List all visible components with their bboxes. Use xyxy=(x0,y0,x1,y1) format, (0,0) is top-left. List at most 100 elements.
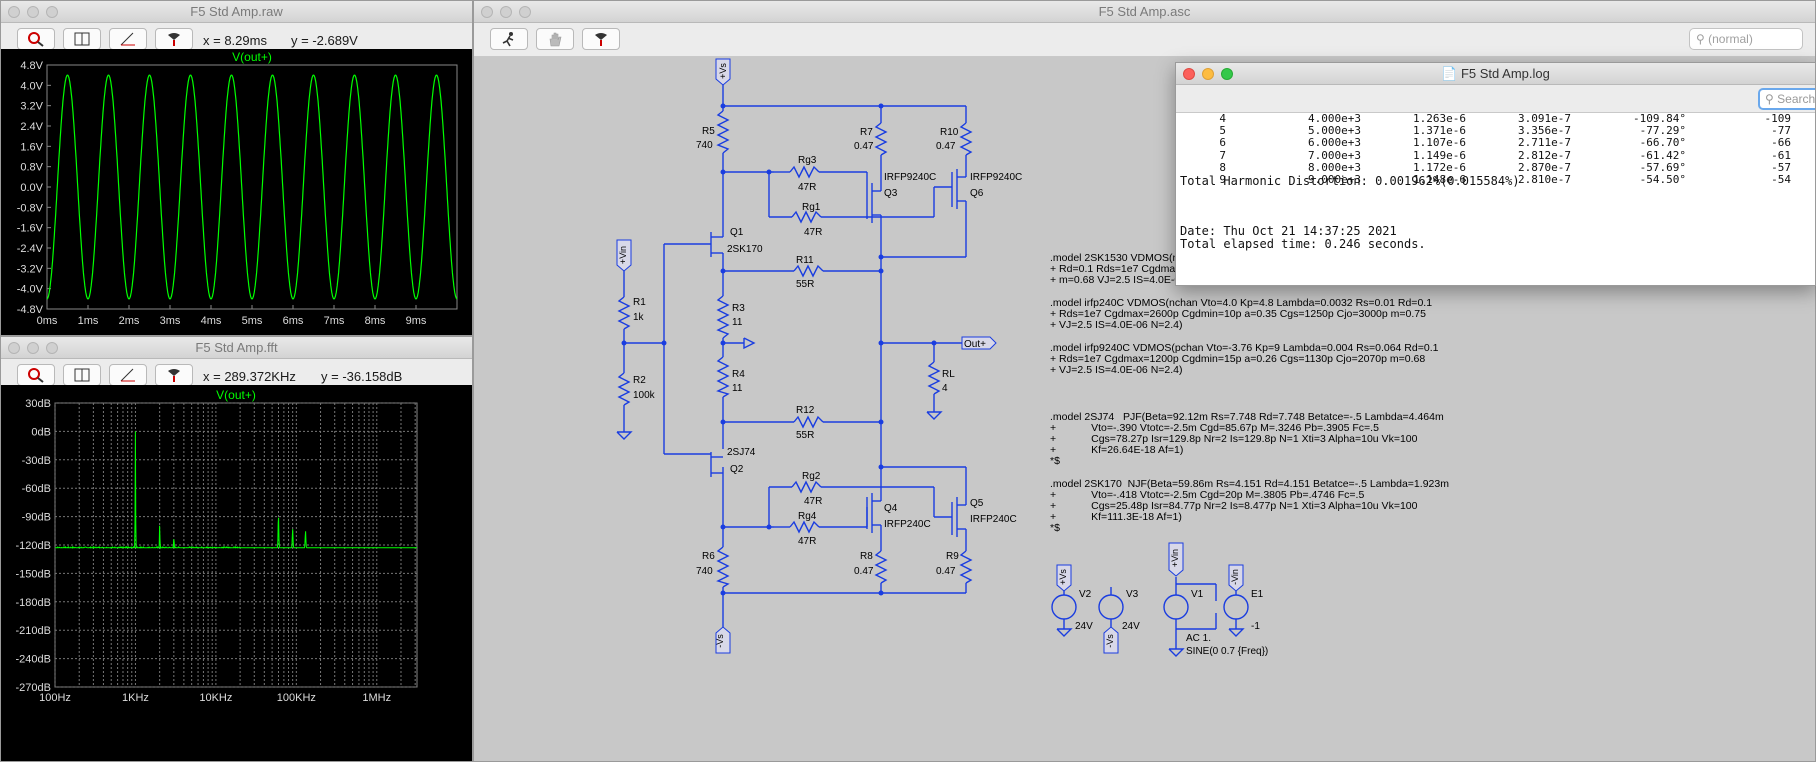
close-button[interactable] xyxy=(481,6,493,18)
harmonic-cell: -77 xyxy=(1771,124,1791,138)
window-title: F5 Std Amp.raw xyxy=(190,4,283,19)
close-button[interactable] xyxy=(1183,68,1195,80)
svg-text:V3: V3 xyxy=(1126,589,1139,600)
minimize-button[interactable] xyxy=(500,6,512,18)
date-line: Date: Thu Oct 21 14:37:25 2021 xyxy=(1180,224,1397,238)
search-placeholder: (normal) xyxy=(1708,32,1753,46)
model-block[interactable]: .model 2SK170 NJF(Beta=59.86m Rs=4.151 R… xyxy=(1050,479,1449,534)
svg-text:0.47: 0.47 xyxy=(854,141,874,152)
log-titlebar[interactable]: 📄 F5 Std Amp.log xyxy=(1176,63,1815,85)
y-tick-label: -240dB xyxy=(16,654,51,666)
x-tick-label: 7ms xyxy=(324,315,345,327)
harmonic-cell: 1.263e-6 xyxy=(1413,112,1466,125)
harmonic-cell: 4.000e+3 xyxy=(1308,112,1361,125)
elapsed-line: Total elapsed time: 0.246 seconds. xyxy=(1180,237,1426,251)
trace-label[interactable]: V(out+) xyxy=(232,50,272,64)
close-button[interactable] xyxy=(8,342,20,354)
model-block[interactable]: .model 2SJ74 PJF(Beta=92.12m Rs=7.748 Rd… xyxy=(1050,412,1449,467)
minimize-button[interactable] xyxy=(1202,68,1214,80)
zoom-icon[interactable] xyxy=(17,364,55,386)
search-field[interactable]: ⚲ (normal) xyxy=(1689,28,1803,50)
trace-label[interactable]: V(out+) xyxy=(216,388,256,402)
cursor-x-readout: x = 289.372KHz xyxy=(203,369,296,384)
harmonic-cell: -57.69° xyxy=(1639,160,1686,174)
run-icon[interactable] xyxy=(490,28,528,50)
model-block[interactable]: .model irfp9240C VDMOS(pchan Vto=-3.76 K… xyxy=(1050,343,1449,376)
svg-text:740: 740 xyxy=(696,566,713,577)
zoom-button[interactable] xyxy=(519,6,531,18)
pan-hand-icon[interactable] xyxy=(536,28,574,50)
y-tick-label: -270dB xyxy=(16,682,51,694)
thd-line: Total Harmonic Distortion: 0.001962%(0.0… xyxy=(1180,174,1520,188)
y-tick-label: 0.0V xyxy=(20,182,43,194)
net-flags xyxy=(616,58,997,654)
zoom-button[interactable] xyxy=(46,342,58,354)
svg-text:+Vin: +Vin xyxy=(618,246,628,264)
svg-text:1k: 1k xyxy=(633,312,645,323)
svg-text:IRFP9240C: IRFP9240C xyxy=(970,172,1022,183)
svg-text:R6: R6 xyxy=(702,551,715,562)
svg-text:Q1: Q1 xyxy=(730,227,744,238)
svg-text:R7: R7 xyxy=(860,127,873,138)
minimize-button[interactable] xyxy=(27,342,39,354)
minimize-button[interactable] xyxy=(27,6,39,18)
x-tick-label: 5ms xyxy=(242,315,263,327)
close-button[interactable] xyxy=(8,6,20,18)
raw-titlebar[interactable]: F5 Std Amp.raw xyxy=(1,1,472,23)
svg-text:IRFP240C: IRFP240C xyxy=(884,519,931,530)
svg-text:24V: 24V xyxy=(1075,621,1093,632)
svg-text:R9: R9 xyxy=(946,551,959,562)
svg-text:+Vs: +Vs xyxy=(718,63,728,79)
y-tick-label: 4.0V xyxy=(20,80,43,92)
zoom-button[interactable] xyxy=(1221,68,1233,80)
harmonic-cell: 6 xyxy=(1219,136,1226,150)
source-flags xyxy=(1056,542,1244,654)
svg-text:Out+: Out+ xyxy=(964,339,986,350)
y-tick-label: -3.2V xyxy=(17,263,44,275)
svg-text:Rg4: Rg4 xyxy=(798,511,817,522)
svg-text:0.47: 0.47 xyxy=(936,141,956,152)
measure-icon[interactable] xyxy=(109,364,147,386)
model-line: .model irfp9240C VDMOS(pchan Vto=-3.76 K… xyxy=(1050,342,1439,354)
svg-text:R5: R5 xyxy=(702,126,715,137)
y-tick-label: -180dB xyxy=(16,597,51,609)
measure-icon[interactable] xyxy=(109,28,147,50)
model-line: + VJ=2.5 IS=4.0E-06 N=2.4) xyxy=(1050,364,1183,376)
model-block[interactable]: .model irfp240C VDMOS(nchan Vto=4.0 Kp=4… xyxy=(1050,298,1449,331)
x-tick-label: 2ms xyxy=(119,315,140,327)
junction-dots xyxy=(621,103,937,596)
harmonic-cell: 2.870e-7 xyxy=(1518,160,1571,174)
probe-icon[interactable] xyxy=(155,28,193,50)
asc-titlebar[interactable]: F5 Std Amp.asc xyxy=(474,1,1815,23)
harmonic-cell: -109 xyxy=(1764,112,1792,125)
probe-icon[interactable] xyxy=(155,364,193,386)
svg-text:R10: R10 xyxy=(940,127,959,138)
harmonic-cell: 2.810e-7 xyxy=(1518,172,1571,186)
svg-text:R4: R4 xyxy=(732,369,745,380)
y-tick-label: -30dB xyxy=(22,455,51,467)
harmonic-cell: 4 xyxy=(1219,112,1226,125)
model-directives[interactable]: .model 2SK1530 VDMOS(nchan Vto=1.5 Kp=9.… xyxy=(1050,253,1449,546)
y-tick-label: -4.0V xyxy=(17,284,44,296)
svg-text:0.47: 0.47 xyxy=(854,566,874,577)
autorange-icon[interactable] xyxy=(63,364,101,386)
autorange-icon[interactable] xyxy=(63,28,101,50)
harmonic-cell: -54.50° xyxy=(1639,172,1686,186)
zoom-icon[interactable] xyxy=(17,28,55,50)
y-tick-label: -90dB xyxy=(22,512,51,524)
y-tick-label: 3.2V xyxy=(20,101,43,113)
cursor-y-readout: y = -36.158dB xyxy=(321,369,403,384)
cursor-y-readout: y = -2.689V xyxy=(291,33,358,48)
zoom-button[interactable] xyxy=(46,6,58,18)
x-tick-label: 3ms xyxy=(160,315,181,327)
svg-text:R3: R3 xyxy=(732,303,745,314)
harmonic-cell: 3.091e-7 xyxy=(1518,112,1571,125)
fft-titlebar[interactable]: F5 Std Amp.fft xyxy=(1,337,472,359)
log-toolbar: ⚲ Search xyxy=(1176,85,1815,113)
log-search-field[interactable]: ⚲ Search xyxy=(1758,88,1815,110)
probe-icon[interactable] xyxy=(582,28,620,50)
